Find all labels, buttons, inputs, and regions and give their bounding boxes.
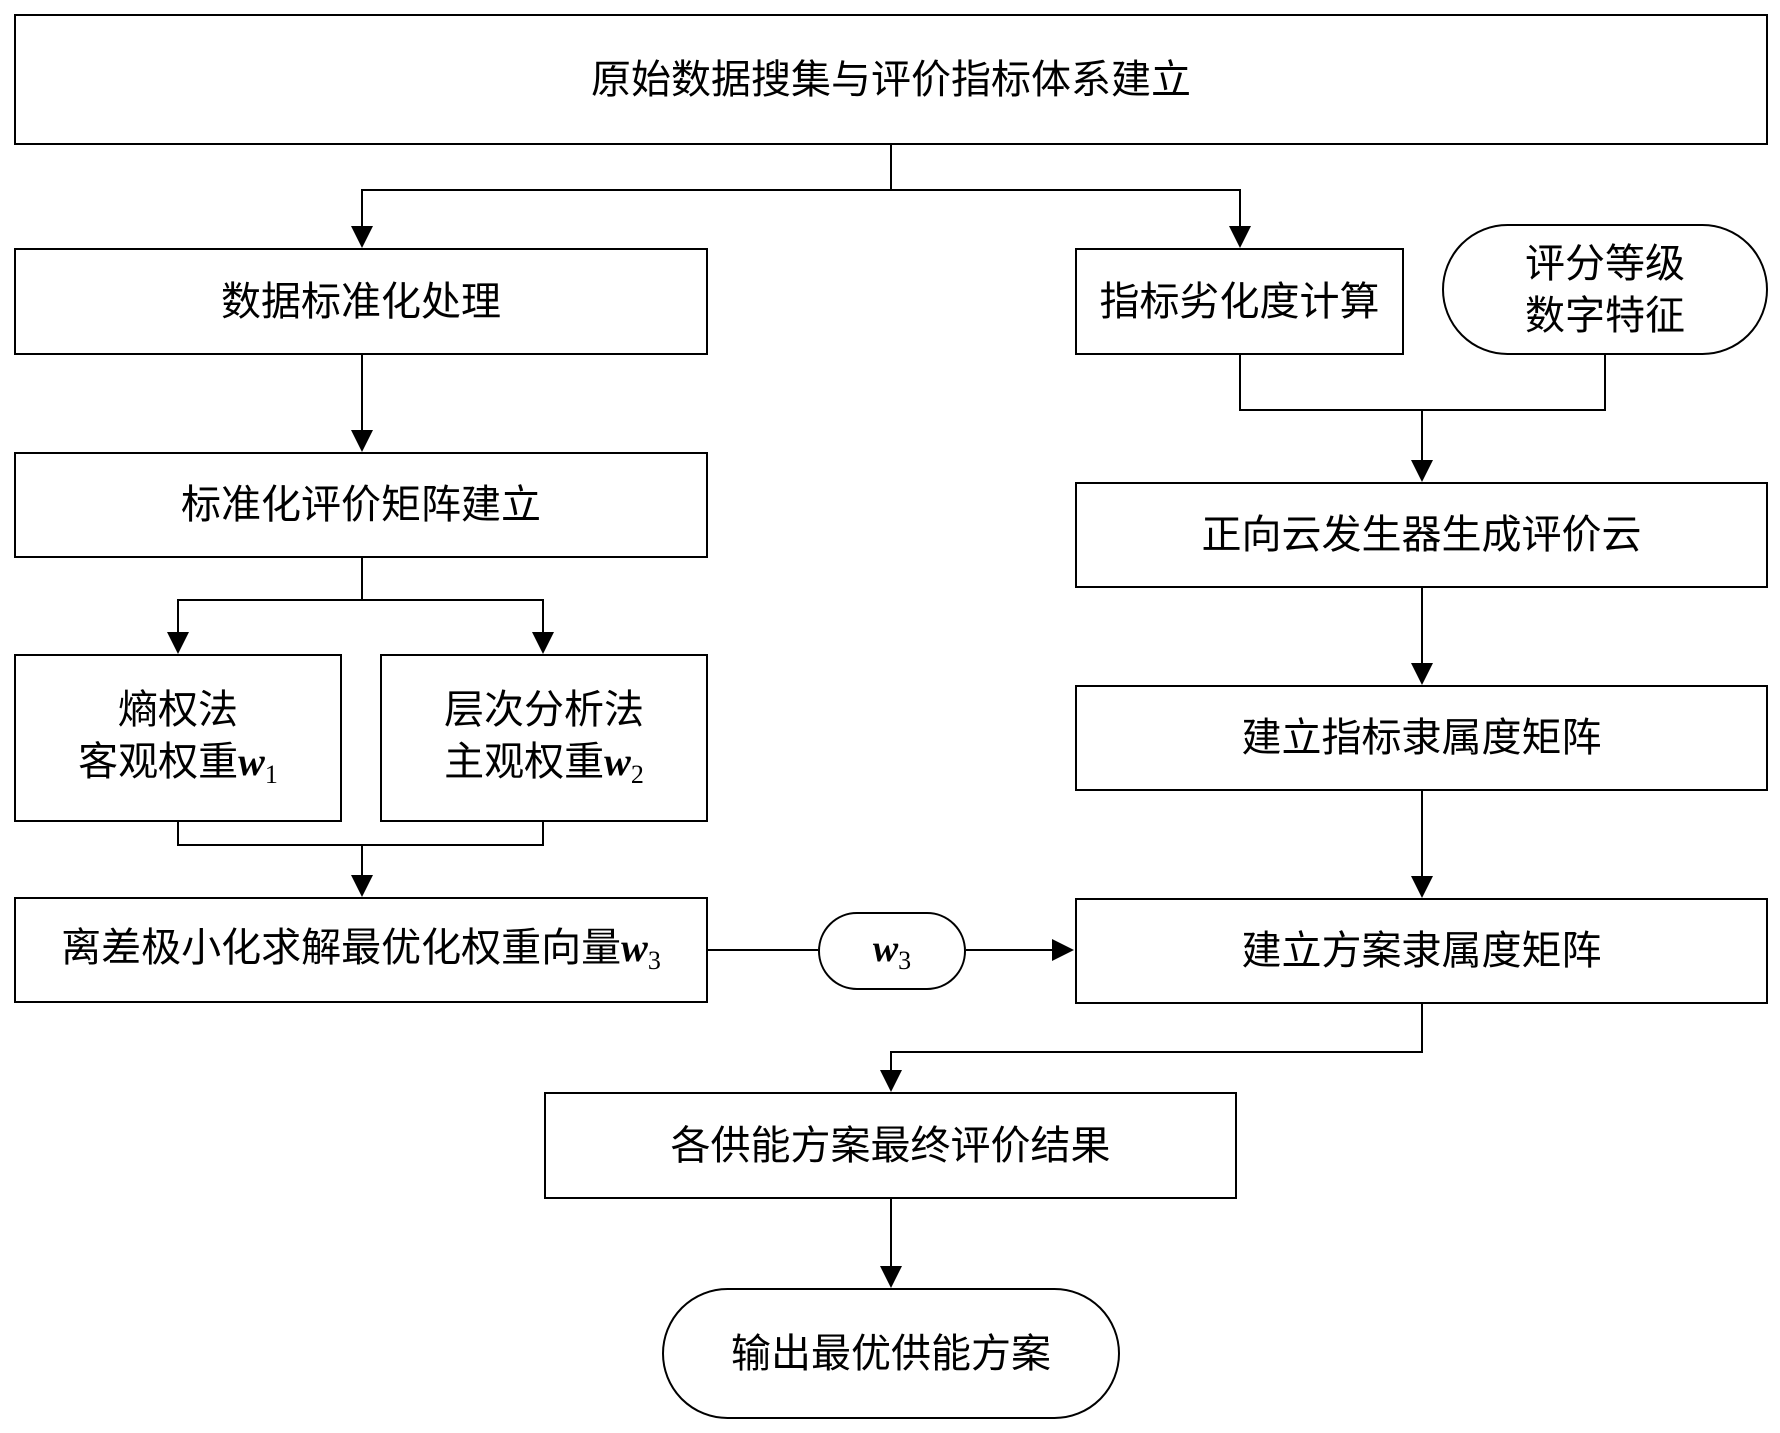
- node-output: 输出最优供能方案: [662, 1288, 1120, 1419]
- arrowhead: [1411, 663, 1433, 685]
- node-optimize-line: 离差极小化求解最优化权重向量 w 3: [61, 922, 661, 979]
- node-cloud-label: 正向云发生器生成评价云: [1201, 512, 1642, 558]
- node-collect: 原始数据搜集与评价指标体系建立: [14, 14, 1768, 145]
- node-grade-title: 评分等级: [1525, 240, 1685, 287]
- node-entropy-line1: 熵权法: [118, 684, 238, 736]
- node-index-membership-label: 建立指标隶属度矩阵: [1241, 715, 1602, 761]
- node-degrade-label: 指标劣化度计算: [1099, 278, 1380, 325]
- node-matrix-label: 标准化评价矩阵建立: [181, 482, 541, 528]
- node-plan-membership: 建立方案隶属度矩阵: [1075, 898, 1768, 1004]
- node-w3-tag: w 3: [818, 912, 966, 990]
- node-ahp: 层次分析法 主观权重 w 2: [380, 654, 708, 822]
- edge-plan-result: [890, 1004, 1423, 1086]
- node-ahp-subscript: 2: [630, 759, 644, 789]
- node-cloud: 正向云发生器生成评价云: [1075, 482, 1768, 588]
- arrowhead: [880, 1266, 902, 1288]
- arrowhead: [880, 1070, 902, 1092]
- node-result-label: 各供能方案最终评价结果: [670, 1122, 1111, 1169]
- node-output-label: 输出最优供能方案: [731, 1330, 1051, 1377]
- node-optimize: 离差极小化求解最优化权重向量 w 3: [14, 897, 708, 1003]
- arrowhead: [1052, 939, 1074, 961]
- node-matrix: 标准化评价矩阵建立: [14, 452, 708, 558]
- node-degrade: 指标劣化度计算: [1075, 248, 1404, 355]
- node-collect-label: 原始数据搜集与评价指标体系建立: [591, 56, 1191, 103]
- node-ahp-line2: 主观权重 w 2: [444, 736, 644, 793]
- node-grade-line2: 数字特征: [1525, 290, 1685, 342]
- node-w3-symbol: w: [872, 928, 899, 970]
- arrowhead: [1229, 226, 1251, 248]
- node-optimize-symbol: w: [621, 924, 648, 970]
- node-w3-subscript: 3: [898, 946, 912, 975]
- node-grade-subtitle: 数字特征: [1525, 292, 1685, 339]
- node-entropy-line2: 客观权重 w 1: [78, 736, 278, 793]
- arrowhead: [351, 875, 373, 897]
- edge-weights-merge: [177, 822, 544, 846]
- arrowhead: [351, 226, 373, 248]
- edge-matrix-ahp: [362, 599, 544, 648]
- edge-collect-split: [361, 145, 892, 242]
- node-result: 各供能方案最终评价结果: [544, 1092, 1237, 1199]
- node-grade-line1: 评分等级: [1525, 238, 1685, 290]
- node-optimize-subscript: 3: [647, 945, 661, 975]
- node-entropy-symbol: w: [238, 738, 265, 784]
- node-plan-membership-label: 建立方案隶属度矩阵: [1241, 928, 1602, 974]
- arrowhead: [167, 632, 189, 654]
- node-entropy-weight-label: 客观权重: [78, 738, 239, 785]
- node-normalize-label: 数据标准化处理: [221, 278, 501, 325]
- node-optimize-label: 离差极小化求解最优化权重向量: [61, 924, 622, 971]
- node-normalize: 数据标准化处理: [14, 248, 708, 355]
- node-entropy-subscript: 1: [264, 759, 278, 789]
- node-w3-tag-line: w 3: [873, 923, 911, 979]
- node-entropy: 熵权法 客观权重 w 1: [14, 654, 342, 822]
- edge-degrade-merge: [1239, 355, 1606, 411]
- node-ahp-weight-label: 主观权重: [444, 738, 605, 785]
- arrowhead: [351, 430, 373, 452]
- node-ahp-method: 层次分析法: [444, 686, 644, 733]
- edge-matrix-split: [177, 558, 363, 648]
- node-grade: 评分等级 数字特征: [1442, 224, 1768, 355]
- node-entropy-method: 熵权法: [118, 686, 238, 733]
- node-ahp-symbol: w: [604, 738, 631, 784]
- edge-collect-degrade: [891, 189, 1241, 242]
- node-index-membership: 建立指标隶属度矩阵: [1075, 685, 1768, 791]
- node-ahp-line1: 层次分析法: [444, 684, 644, 736]
- arrowhead: [1411, 876, 1433, 898]
- arrowhead: [1411, 460, 1433, 482]
- arrowhead: [532, 632, 554, 654]
